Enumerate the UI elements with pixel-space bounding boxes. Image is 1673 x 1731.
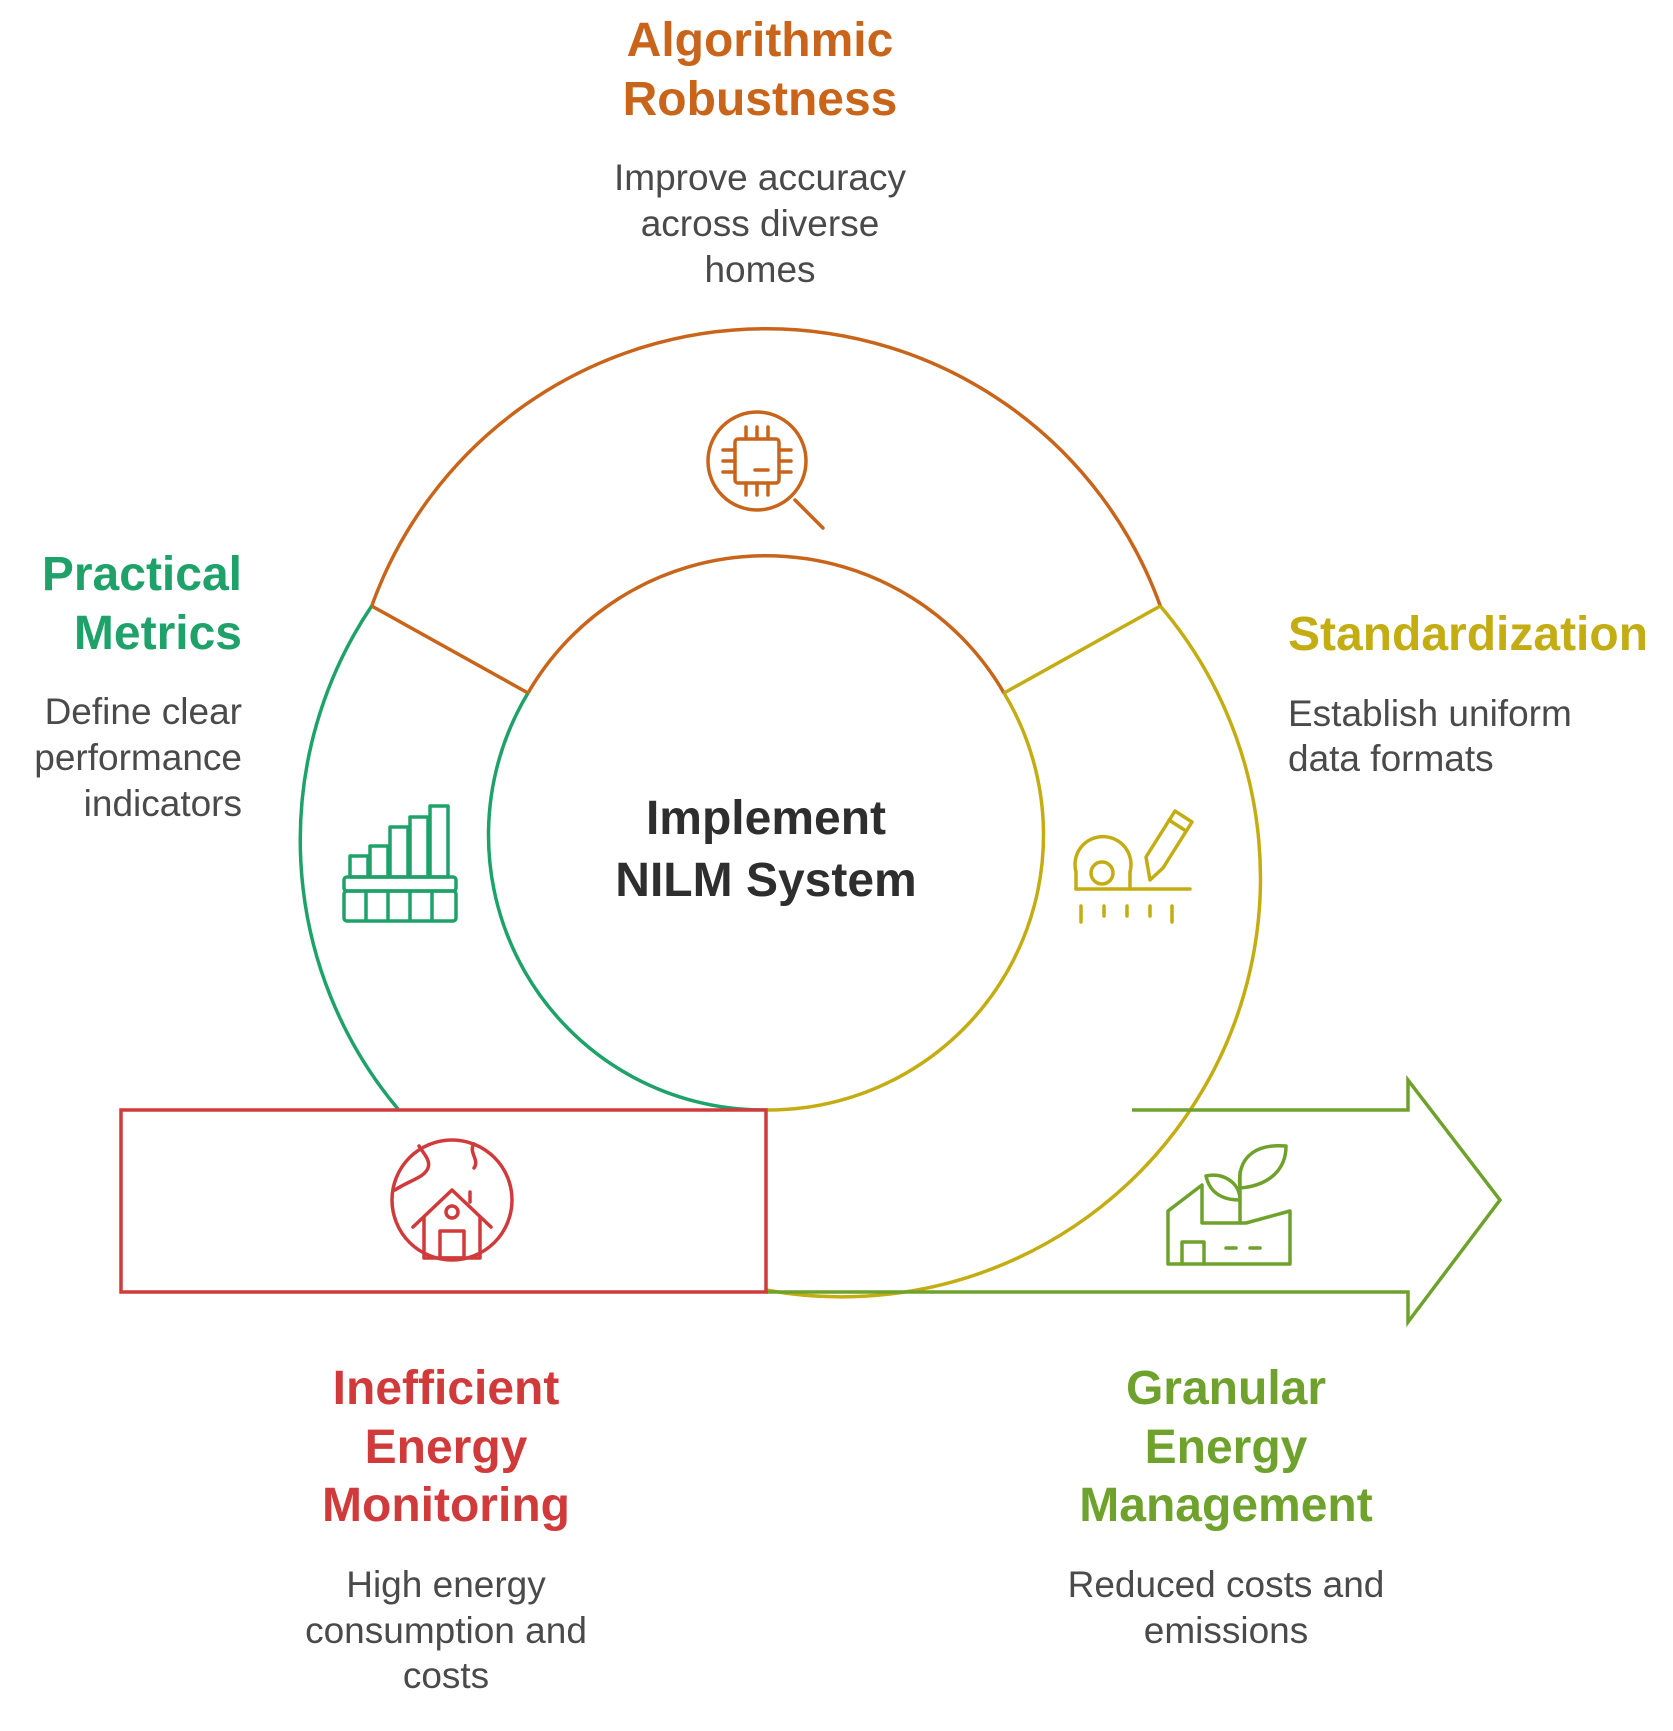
bar-chart-icon — [342, 804, 458, 923]
measure-pencil-icon — [1073, 809, 1194, 924]
divider-right — [1003, 604, 1162, 695]
practical-inner-arc — [486, 692, 767, 1112]
house-globe-icon — [390, 1138, 514, 1262]
eco-factory-icon — [1166, 1143, 1292, 1266]
algorithmic-outer-arc — [370, 327, 1162, 607]
standardization-outer-arc — [765, 604, 1263, 1299]
granular-energy-management-label: Granular Energy Management Reduced costs… — [1016, 1360, 1436, 1653]
practical-title: Practical Metrics — [41, 548, 242, 660]
inefficient-description: High energy consumption and costs — [305, 1563, 587, 1697]
standardization-description: Establish uniform data formats — [1288, 692, 1572, 780]
algorithmic-robustness-label: Algorithmic Robustness Improve accuracy … — [560, 12, 960, 293]
algorithmic-title: Algorithmic Robustness — [622, 14, 898, 126]
center-title: Implement NILM System — [615, 792, 917, 908]
standardization-label: Standardization Establish uniform data f… — [1288, 606, 1668, 782]
granular-arrow — [766, 1074, 1503, 1328]
chip-magnifier-icon — [706, 410, 825, 530]
algorithmic-inner-arc — [526, 554, 1006, 694]
granular-description: Reduced costs and emissions — [1067, 1563, 1385, 1651]
practical-outer-arc — [298, 605, 400, 1111]
practical-description: Define clear performance indicators — [34, 691, 242, 824]
algorithmic-description: Improve accuracy across diverse homes — [614, 157, 906, 290]
practical-metrics-label: Practical Metrics Define clear performan… — [6, 546, 242, 827]
standardization-title: Standardization — [1288, 608, 1649, 661]
inefficient-box — [119, 1108, 768, 1294]
standardization-inner-arc — [765, 692, 1046, 1112]
inefficient-title: Inefficient Energy Monitoring — [322, 1362, 570, 1533]
divider-left — [370, 604, 529, 695]
granular-title: Granular Energy Management — [1079, 1362, 1373, 1533]
inefficient-energy-monitoring-label: Inefficient Energy Monitoring High energ… — [246, 1360, 646, 1699]
